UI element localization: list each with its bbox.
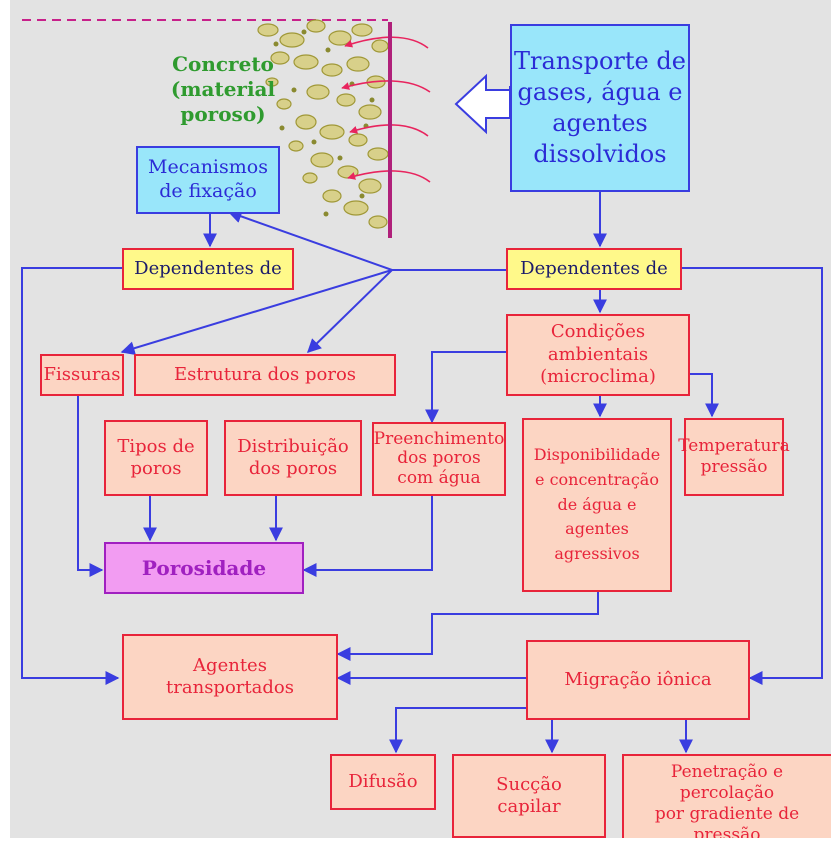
penetracao-box: Penetração e percolação por gradiente de… [622,754,831,838]
dependentes-right-box: Dependentes de [506,248,682,290]
transport-line4: dissolvidos [533,140,667,169]
porosidade-box: Porosidade [104,542,304,594]
migracao-box: Migração iônica [526,640,750,720]
succao-line1: Sucção [496,773,562,795]
concrete-label-line1: Concreto [172,52,274,76]
penetracao-line3: pressão [693,825,761,838]
penetracao-line1: Penetração e percolação [670,761,784,803]
concrete-label: Concreto (material poroso) [128,52,318,127]
disponibilidade-line4: agentes [565,519,629,539]
tipos-line1: Tipos de [117,435,195,457]
preenchimento-line2: dos poros [397,448,481,469]
disponibilidade-line5: agressivos [554,544,640,564]
temperatura-line2: pressão [700,457,768,477]
estrutura-box: Estrutura dos poros [134,354,396,396]
penetracao-line2: por gradiente de [654,804,800,824]
condicoes-line2: ambientais [547,343,649,365]
disponibilidade-line2: e concentração [535,469,659,489]
preenchimento-line1: Preenchimento [373,428,505,449]
disponibilidade-box: Disponibilidade e concentração de água e… [522,418,672,592]
preenchimento-line3: com água [397,467,481,488]
diagram-wires [21,19,823,754]
connectors [21,192,823,754]
agentes-box: Agentes transportados [122,634,338,720]
mechanisms-line1: Mecanismos [148,156,268,179]
succao-line2: capilar [497,796,561,817]
transport-box: Transporte de gases, água e agentes diss… [510,24,690,192]
difusao-box: Difusão [330,754,436,810]
mechanisms-line2: de fixação [159,180,257,202]
transport-line3: agentes [552,109,648,137]
transport-hollow-arrow [454,73,511,135]
agentes-line2: transportados [166,677,294,698]
tipos-line2: poros [130,458,182,479]
fissuras-box: Fissuras [40,354,124,396]
mechanisms-box: Mecanismos de fixação [136,146,280,214]
temperatura-line1: Temperatura [678,435,790,456]
temperatura-box: Temperatura pressão [678,418,790,496]
condicoes-line3: (microclima) [540,366,656,388]
tipos-box: Tipos de poros [104,420,208,496]
agentes-line1: Agentes [193,654,267,676]
disponibilidade-line1: Disponibilidade [533,445,661,464]
distribuicao-line2: dos poros [248,458,338,479]
diagram-canvas: Concreto (material poroso) Transporte de… [10,0,831,838]
concrete-grains [273,29,375,217]
preenchimento-box: Preenchimento dos poros com água [372,422,506,496]
disponibilidade-line3: de água e [557,494,637,514]
distribuicao-box: Distribuição dos poros [224,420,362,496]
transport-line1: Transporte de [514,46,686,75]
condicoes-line1: Condições [550,321,646,343]
succao-box: Sucção capilar [452,754,606,838]
transport-line2: gases, água e [517,77,683,106]
concrete-label-line2: (material poroso) [170,77,276,126]
condicoes-box: Condições ambientais (microclima) [506,314,690,396]
concrete-pores [257,19,389,229]
distribuicao-line1: Distribuição [237,435,349,457]
dependentes-left-box: Dependentes de [122,248,294,290]
